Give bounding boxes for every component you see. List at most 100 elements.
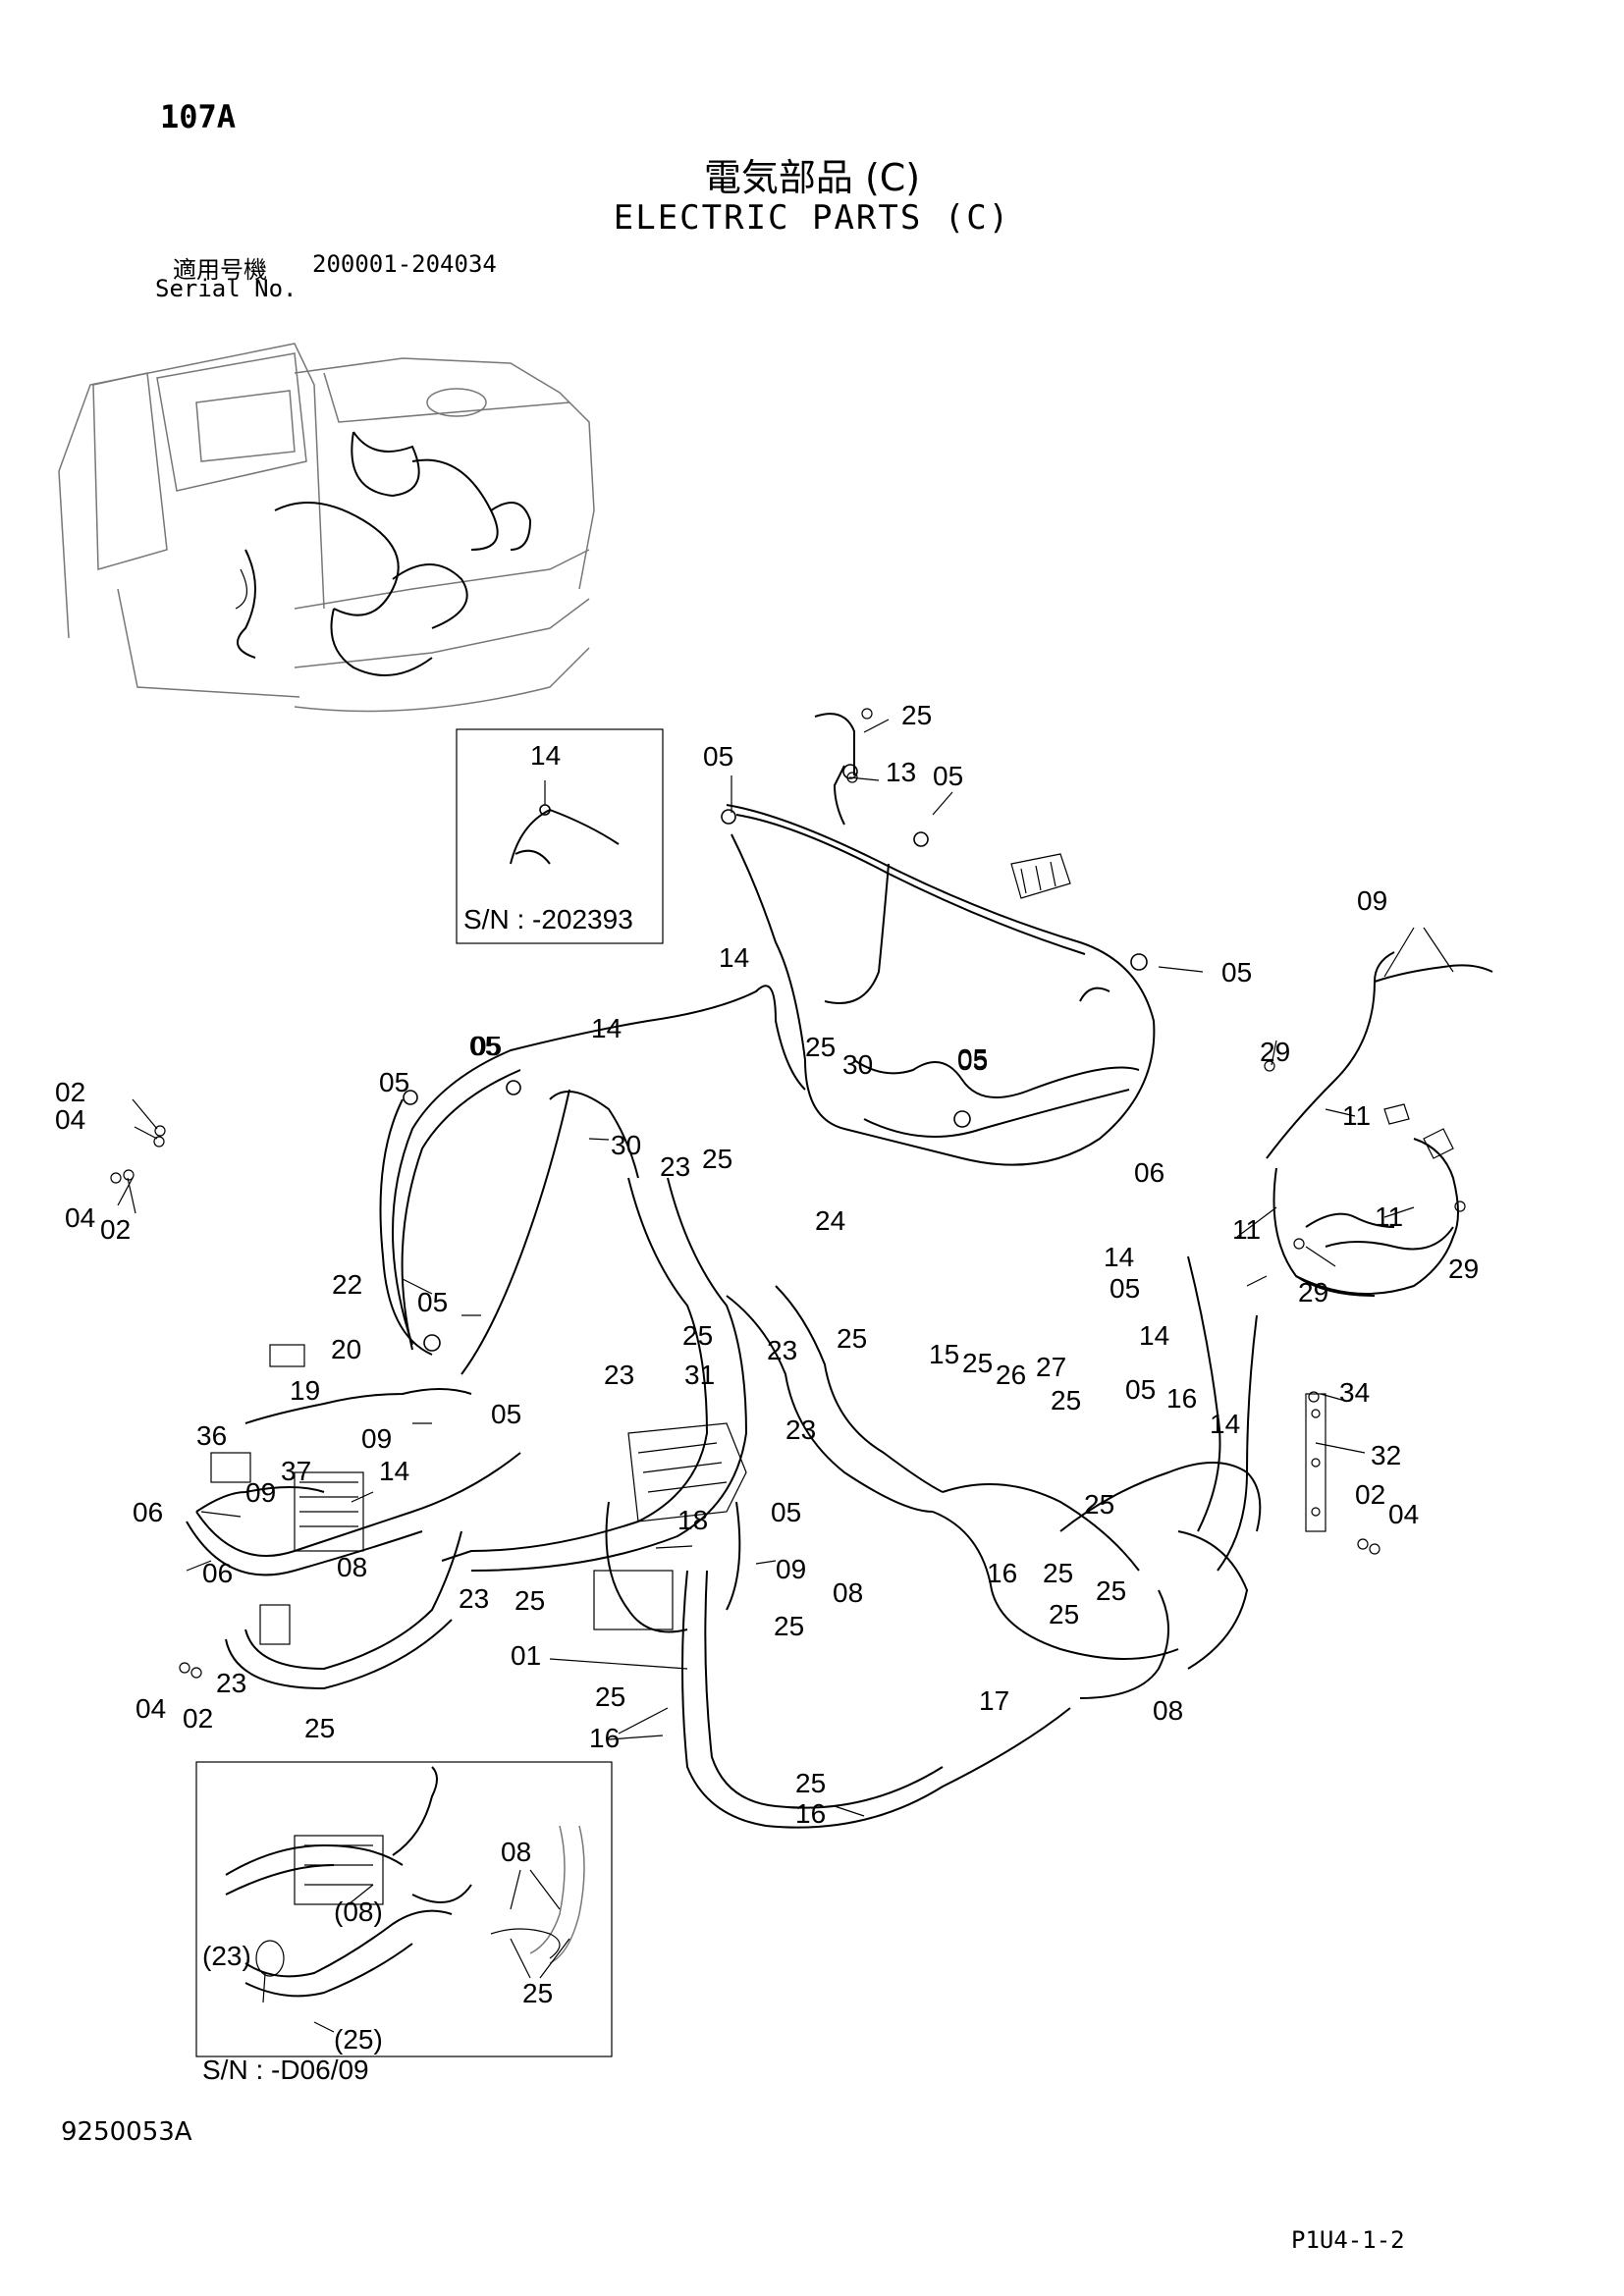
callout: 04 <box>1388 1499 1419 1529</box>
callout: 25 <box>682 1320 713 1351</box>
serial-range: 200001-204034 <box>312 250 497 278</box>
callout: 34 <box>1339 1377 1370 1408</box>
callout: 25 <box>595 1682 625 1712</box>
callout-14: 14 <box>530 740 561 771</box>
callout: 05 <box>417 1287 448 1317</box>
left-harness-assembly <box>186 1080 570 1690</box>
callout: 05 <box>957 1043 988 1074</box>
callout: 04 <box>135 1693 166 1724</box>
callout: 14 <box>1210 1409 1240 1439</box>
callout: 11 <box>1375 1201 1403 1232</box>
callout: 32 <box>1371 1440 1401 1470</box>
right-harness-assembly <box>1187 951 1493 1572</box>
callout: 05 <box>1221 957 1252 988</box>
callout: 16 <box>1166 1383 1197 1414</box>
callout: 17 <box>979 1685 1009 1716</box>
inset-bottom-callout-08-paren: (08) <box>334 1896 383 1927</box>
callout: 25 <box>774 1611 804 1641</box>
inset-box-bottom: (23) (08) (25) 08 25 S/N : -D06/09 <box>195 1761 613 2085</box>
page-code: 107A <box>160 98 237 135</box>
machine-overview-illustration <box>58 343 595 713</box>
inset-bottom-callout-25: 25 <box>522 1978 553 2008</box>
callout: 30 <box>842 1049 873 1080</box>
callouts: 25 13 05 05 05 05 05 14 14 05 05 25 30 0… <box>55 700 1479 1829</box>
callout: 01 <box>511 1640 541 1671</box>
callout: 11 <box>1232 1214 1261 1245</box>
callout: 16 <box>795 1798 826 1829</box>
callout: 05 <box>1110 1273 1140 1304</box>
callout: 06 <box>1134 1157 1164 1188</box>
callout: 02 <box>55 1077 85 1107</box>
callout: 05 <box>933 761 963 791</box>
callout: 02 <box>1355 1479 1385 1510</box>
leader-lines <box>117 719 1454 1817</box>
callout: 19 <box>290 1375 320 1406</box>
page-reference: P1U4-1-2 <box>1291 2226 1405 2254</box>
callout: 26 <box>996 1360 1026 1390</box>
title-english: ELECTRIC PARTS (C) <box>613 198 1011 238</box>
callout: 11 <box>1342 1100 1371 1131</box>
callout: 25 <box>795 1768 826 1798</box>
callout: 23 <box>216 1668 246 1698</box>
callout: 18 <box>677 1505 708 1535</box>
callout: 04 <box>65 1202 95 1233</box>
callout: 06 <box>133 1497 163 1527</box>
callout: 25 <box>1051 1385 1081 1415</box>
callout: 08 <box>833 1577 863 1608</box>
callout: 31 <box>684 1360 715 1390</box>
callout: 23 <box>785 1415 816 1445</box>
callout: 23 <box>604 1360 634 1390</box>
callout: 05 <box>957 1045 988 1076</box>
callout: 25 <box>805 1032 836 1062</box>
callout: 02 <box>183 1703 213 1734</box>
center-module <box>593 1422 747 1633</box>
callout: 15 <box>929 1339 959 1369</box>
callout: 25 <box>702 1144 732 1174</box>
callout: 05 <box>1125 1374 1156 1405</box>
inset-bottom-serial: S/N : -D06/09 <box>202 2055 369 2085</box>
callout: 14 <box>379 1456 409 1486</box>
serial-label-english: Serial No. <box>155 275 298 302</box>
callout: 14 <box>719 942 749 973</box>
inset-bottom-callout-23: (23) <box>202 1941 251 1971</box>
callout: 23 <box>767 1335 797 1365</box>
callout: 25 <box>1096 1575 1126 1606</box>
document-id: 9250053A <box>61 2117 192 2147</box>
callout: 04 <box>55 1104 85 1135</box>
callout: 27 <box>1036 1352 1066 1382</box>
upper-harness-assembly <box>721 713 1156 1166</box>
inset-top-serial: S/N : -202393 <box>463 904 633 934</box>
title-japanese: 電気部品 (C) <box>703 156 921 199</box>
callout: 37 <box>281 1456 311 1486</box>
callout: 14 <box>1104 1242 1134 1272</box>
callout: 02 <box>100 1214 131 1245</box>
callout: 05 <box>379 1067 409 1097</box>
callout: 36 <box>196 1420 227 1451</box>
callout: 05 <box>491 1399 521 1429</box>
callout: 06 <box>202 1558 233 1588</box>
serial-label-japanese: 適用号機 <box>173 256 267 284</box>
callout: 25 <box>1084 1489 1114 1520</box>
callout: 25 <box>1049 1599 1079 1629</box>
callout: 09 <box>361 1423 392 1454</box>
callout: 25 <box>837 1323 867 1354</box>
callout: 05 <box>703 741 733 772</box>
callout: 05 <box>771 1497 801 1527</box>
callout: 29 <box>1260 1037 1290 1067</box>
inset-bottom-callout-08: 08 <box>501 1837 531 1867</box>
callout: 08 <box>1153 1695 1183 1726</box>
callout: 09 <box>1357 885 1387 916</box>
callout: 09 <box>245 1477 276 1508</box>
callout: 24 <box>815 1205 845 1236</box>
callout: 30 <box>611 1130 641 1160</box>
fastener-marks <box>110 708 1466 1679</box>
callout: 14 <box>1139 1320 1169 1351</box>
callout: 05 <box>469 1031 500 1061</box>
callout: 20 <box>331 1334 361 1364</box>
callout: 25 <box>1043 1558 1073 1588</box>
callout: 29 <box>1448 1254 1479 1284</box>
inset-bottom-callout-25-paren: (25) <box>334 2024 383 2055</box>
callout: 05 <box>471 1031 502 1061</box>
callout: 08 <box>337 1552 367 1582</box>
